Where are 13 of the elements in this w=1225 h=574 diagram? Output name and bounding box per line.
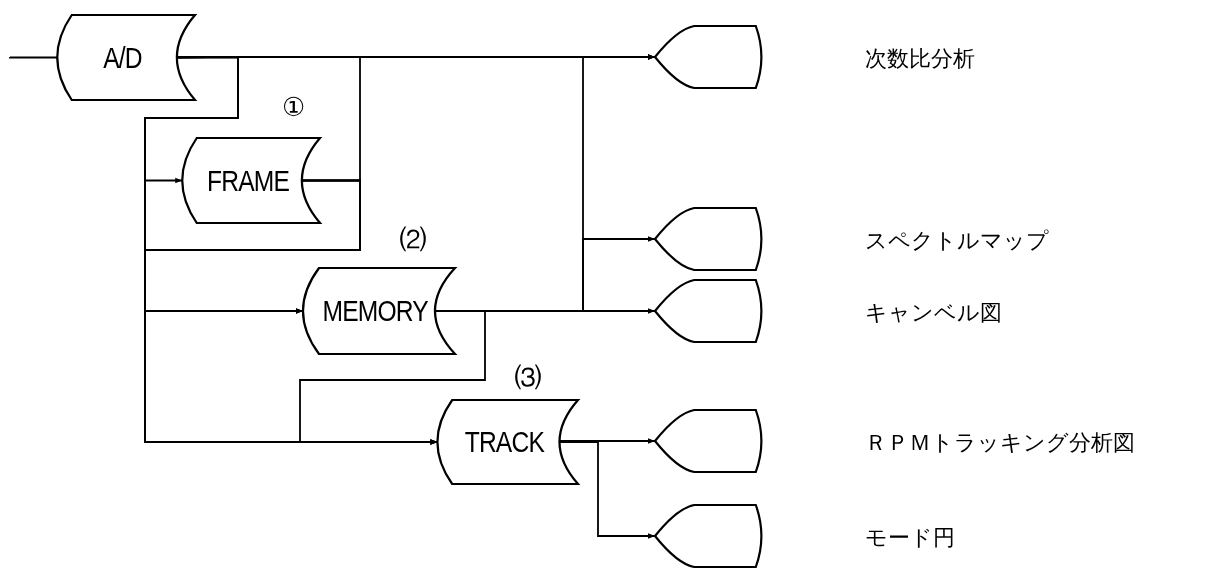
step-number: ⑶ (515, 361, 541, 394)
node-label: TRACK (464, 425, 544, 459)
output-label: 次数比分析 (865, 45, 975, 73)
step-number: ① (282, 92, 306, 122)
output-label: ＲＰＭトラッキング分析図 (865, 429, 1135, 457)
output-label: モード円 (865, 524, 955, 552)
node-label: FRAME (206, 163, 289, 198)
output-label: キャンベル図 (865, 299, 1002, 327)
connector-arrow (299, 310, 486, 445)
node-label: A/D (103, 40, 142, 75)
node-label: MEMORY (322, 294, 428, 328)
step-number: ⑵ (400, 223, 426, 256)
output-label: スペクトルマップ (865, 227, 1049, 255)
